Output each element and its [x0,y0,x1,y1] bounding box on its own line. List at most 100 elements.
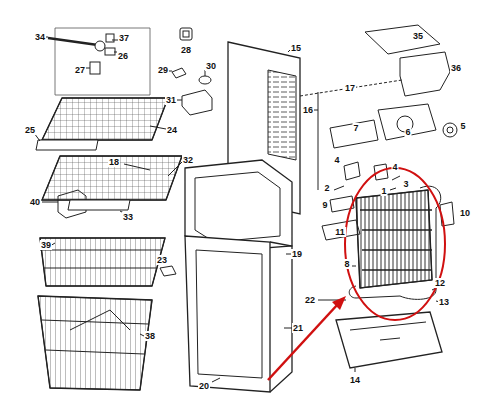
callout-number: 33 [122,212,134,222]
wire-shelf [120,162,182,214]
callout-number: 13 [438,297,450,307]
callout-number: 32 [182,155,194,165]
freezer-liner [185,236,270,392]
small-parts [182,90,212,115]
callout-number: 15 [290,43,302,53]
fan-assembly [443,123,457,137]
wire-basket [38,296,152,390]
callout-number: 29 [157,65,169,75]
upper-brackets [300,25,450,190]
fan-assembly [392,176,400,180]
fan-assembly [344,162,360,180]
wire-shelf [68,200,130,210]
callout-number: 5 [459,121,466,131]
detail-frame [105,48,115,55]
small-parts [199,76,211,84]
wire-basket [38,296,152,390]
bar [322,220,360,240]
small-parts [183,31,189,37]
drain-tray [350,322,426,340]
callout-number: 7 [352,123,359,133]
evaporator [349,186,441,299]
callout-number: 4 [391,162,398,172]
wire-shelf [34,98,168,150]
callout-number: 25 [24,125,36,135]
highlight [345,168,445,320]
callout-number: 10 [459,208,471,218]
callout-number: 40 [29,197,41,207]
detail-frame [106,34,114,42]
detail-frame [55,28,150,95]
wire-shelf [36,140,98,150]
detail-frame [45,37,118,68]
clip [160,266,176,276]
freezer-liner [195,172,280,242]
wire-shelf [42,98,168,140]
wire-basket [40,238,165,286]
parts-outline [34,25,457,392]
callout-number: 1 [380,186,387,196]
callout-number: 21 [292,323,304,333]
callout-number: 39 [40,240,52,250]
fan-assembly [374,164,388,180]
evaporator [356,190,432,288]
detail-frame [90,62,100,74]
freezer-liner [124,164,292,382]
back-panel [268,70,296,160]
callout-number: 37 [118,33,130,43]
upper-brackets [314,92,318,190]
upper-brackets [400,52,450,96]
callout-number: 20 [198,381,210,391]
callout-number: 36 [450,63,462,73]
wire-shelf [42,156,182,200]
callout-number: 9 [321,200,328,210]
highlight [332,296,346,310]
callout-number: 6 [404,127,411,137]
callout-number: 38 [144,331,156,341]
wire-basket [40,238,165,286]
fan-assembly [378,104,436,140]
wire-basket [38,296,152,390]
callout-number: 4 [333,155,340,165]
small-parts [172,68,186,78]
upper-brackets [300,80,402,96]
wire-shelf [42,156,182,200]
callout-number: 30 [205,61,217,71]
evaporator [352,266,436,290]
wire-basket [40,250,162,268]
callout-number: 11 [334,227,346,237]
fan-assembly [330,120,378,148]
small-parts [42,202,58,203]
wire-basket [40,238,165,286]
callout-number: 23 [156,255,168,265]
callout-number: 28 [180,45,192,55]
wire-basket [42,310,148,354]
callout-number: 17 [344,83,356,93]
freezer-liner [270,242,292,392]
wire-shelf [42,98,168,140]
callout-number: 12 [434,278,446,288]
detail-frame [45,28,150,95]
callout-number: 24 [166,125,178,135]
wire-shelf [42,156,182,214]
upper-brackets [365,25,440,54]
highlight [268,304,338,380]
drain-tray [355,368,356,372]
callout-number: 16 [302,105,314,115]
bar [322,220,360,240]
evaporator [356,190,432,288]
evaporator [360,210,432,270]
callout-number: 2 [323,183,330,193]
detail-frame [95,41,105,51]
callout-number: 26 [117,51,129,61]
callout-number: 31 [165,95,177,105]
callout-number: 14 [349,375,361,385]
clip [160,266,176,276]
freezer-liner [196,250,262,378]
freezer-liner [124,160,292,392]
callout-number: 8 [343,259,350,269]
small-parts [180,28,192,40]
callout-number: 35 [412,31,424,41]
